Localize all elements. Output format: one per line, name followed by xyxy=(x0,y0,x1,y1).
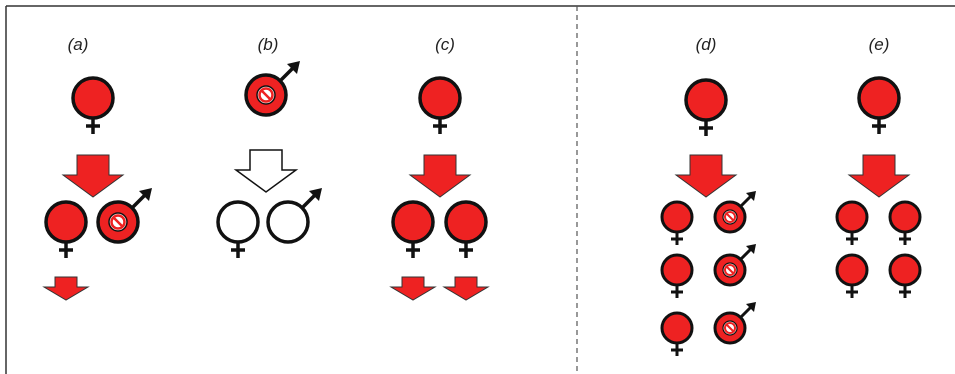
small-down-arrow-icon xyxy=(43,276,89,301)
offspring-female-icon xyxy=(835,200,869,247)
panel-label-d: (d) xyxy=(696,35,717,54)
down-arrow-icon xyxy=(848,154,910,198)
down-arrow-icon xyxy=(675,154,737,198)
empty-male-icon xyxy=(266,186,324,244)
panel-e xyxy=(835,76,922,300)
empty-female-icon xyxy=(216,200,260,260)
offspring-female-icon xyxy=(391,200,435,260)
panel-label-a: (a) xyxy=(68,35,89,54)
offspring-female-icon xyxy=(888,253,922,300)
sterile-male-icon xyxy=(713,189,758,234)
panel-b xyxy=(216,59,324,260)
panel-a xyxy=(43,76,154,301)
offspring-female-icon xyxy=(660,253,694,300)
offspring-female-icon xyxy=(888,200,922,247)
panel-label-e: (e) xyxy=(869,35,890,54)
offspring-female-icon xyxy=(835,253,869,300)
sterile-male-icon xyxy=(244,59,302,117)
small-down-arrow-icon xyxy=(390,276,436,301)
offspring-female-icon xyxy=(660,311,694,358)
offspring-female-icon xyxy=(444,200,488,260)
parent-female-icon xyxy=(71,76,115,136)
panel-label-b: (b) xyxy=(258,35,279,54)
down-arrow-icon xyxy=(62,154,124,198)
sterile-male-icon xyxy=(96,186,154,244)
parent-female-icon xyxy=(418,76,462,136)
sterile-male-icon xyxy=(713,242,758,287)
offspring-female-icon xyxy=(660,200,694,247)
panel-label-c: (c) xyxy=(435,35,455,54)
small-down-arrow-icon xyxy=(443,276,489,301)
panel-d xyxy=(660,78,758,358)
offspring-female-icon xyxy=(44,200,88,260)
sterile-male-icon xyxy=(713,300,758,345)
parent-female-icon xyxy=(857,76,901,136)
panel-c xyxy=(390,76,489,301)
empty-down-arrow-icon xyxy=(235,149,297,193)
parent-female-icon xyxy=(684,78,728,138)
down-arrow-icon xyxy=(409,154,471,198)
